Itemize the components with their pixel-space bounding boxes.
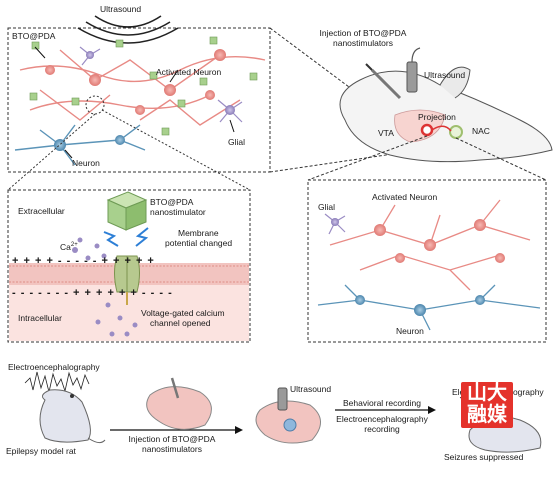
eeg-trace	[24, 371, 90, 393]
membrane-panel-frame	[7, 189, 251, 343]
calcium-channel-icon	[114, 255, 140, 305]
neuron-right-label: Neuron	[396, 326, 424, 336]
calcium-label: Ca2+	[60, 241, 78, 252]
activated-neurons	[45, 49, 226, 115]
ultrasound-transducer-icon	[406, 47, 421, 93]
ultrasound-bottom-label: Ultrasound	[290, 384, 332, 394]
intracellular-label: Intracellular	[18, 313, 62, 323]
activated-neuron-right-label: Activated Neuron	[372, 192, 438, 202]
activated-neuron-label: Activated Neuron	[156, 67, 222, 77]
eeg-label: Electroencephalography	[8, 362, 100, 372]
glial-label: Glial	[228, 137, 246, 147]
label-arrows	[34, 46, 235, 159]
seizures-label: Seizures suppressed	[444, 452, 524, 462]
vgcc-label-2: channel opened	[150, 318, 211, 328]
injection-top-label: Injection of BTO@PDA	[319, 28, 407, 38]
lightning-icon	[103, 227, 149, 247]
intracellular-region	[9, 285, 249, 341]
ultrasound-top-label: Ultrasound	[100, 4, 142, 14]
eeg-recording-label-2: recording	[364, 424, 400, 434]
rat-with-ultrasound-icon	[255, 387, 321, 444]
neurons-right	[317, 284, 541, 331]
epilepsy-rat-icon	[39, 389, 106, 444]
nanostimulator-label-2: nanostimulator	[150, 207, 206, 217]
bto-pda-label: BTO@PDA	[12, 31, 56, 41]
vta-label: VTA	[378, 128, 394, 138]
membrane-bottom-charges: - - - - - - - + + + + + + - - - -	[12, 287, 173, 299]
syringe-icon	[365, 63, 402, 100]
network-panel-frame	[307, 179, 547, 343]
injection-bottom-label-1: Injection of BTO@PDA	[128, 434, 216, 444]
injection-top-label-2: nanostimulators	[332, 38, 393, 48]
neuron-panel-frame	[7, 27, 271, 173]
membrane-label-1: Membrane	[178, 228, 219, 238]
eeg-recording-label-1: Electroencephalography	[336, 414, 428, 424]
projection-label: Projection	[418, 112, 456, 122]
membrane-label-2: potential changed	[165, 238, 233, 248]
injection-bottom-label-2: nanostimulators	[141, 444, 202, 454]
epilepsy-label: Epilepsy model rat	[6, 446, 76, 456]
ultrasound-rat-label: Ultrasound	[424, 70, 466, 80]
bto-pda-cube-icon	[106, 191, 148, 231]
behavioral-label: Behavioral recording	[343, 398, 421, 408]
nac-label: NAC	[472, 126, 490, 136]
nanostimulator-label-1: BTO@PDA	[150, 197, 194, 207]
vgcc-label-1: Voltage-gated calcium	[141, 308, 225, 318]
ultrasound-waves-icon	[77, 15, 179, 44]
extracellular-label: Extracellular	[18, 206, 65, 216]
membrane-top-charges: + + + + - - - - - + + + + +	[12, 255, 155, 267]
calcium-ions	[72, 237, 138, 337]
nanostimulator-cubes	[29, 36, 258, 136]
watermark-logo: 山大 融媒	[461, 382, 513, 428]
rat-with-injection-icon	[146, 377, 212, 430]
glial-right-label: Glial	[318, 202, 336, 212]
rat-head	[339, 66, 553, 163]
neuron-label: Neuron	[72, 158, 100, 168]
